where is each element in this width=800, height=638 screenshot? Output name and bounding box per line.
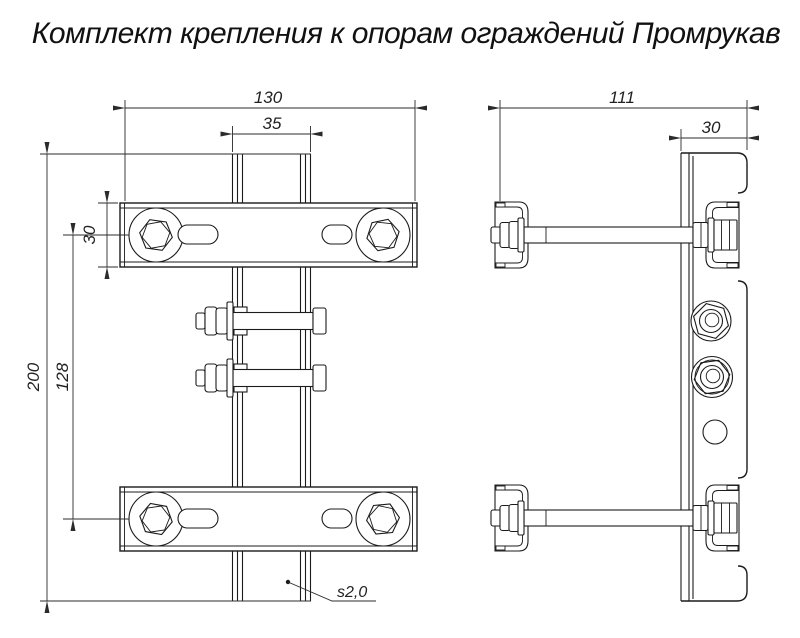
hex-nut-facets	[721, 220, 730, 250]
clamp-assembly-lower	[490, 484, 740, 552]
washer-plate-left	[517, 217, 525, 253]
hex-nut-side	[713, 219, 738, 251]
hex-bolt-head-right	[366, 218, 400, 252]
hook-slot-bottom	[726, 262, 739, 268]
hook-slot-top	[495, 202, 506, 208]
hook-slot-bottom	[726, 545, 739, 551]
nut-right	[692, 221, 709, 249]
hex-bolt-chamfer-left	[141, 505, 171, 533]
front-view: s2,0 130 35 30 128 2	[24, 88, 427, 613]
washer-plate-right	[707, 500, 715, 536]
plate-outline-mid	[737, 280, 748, 479]
hook-slot-top	[726, 202, 739, 208]
dim-bolt-spacing: 128	[53, 223, 129, 531]
washer-right	[355, 207, 411, 263]
dim-depth-total: 111	[488, 88, 759, 201]
nut-end-view-lower	[690, 355, 734, 399]
hook-slot-bottom	[495, 545, 506, 551]
nut-left-b	[215, 307, 229, 335]
hex-bolt-head-right	[365, 503, 401, 535]
bolt-tip	[195, 312, 206, 330]
dim-post-width-label: 35	[263, 114, 282, 133]
extension-lines	[232, 126, 311, 152]
leader-line	[287, 581, 376, 602]
dim-flange-width: 30	[669, 118, 759, 151]
washer-left	[128, 491, 184, 547]
bolt-shaft	[232, 368, 314, 388]
thickness-leader: s2,0	[285, 579, 376, 602]
thickness-label: s2,0	[337, 584, 367, 601]
dim-width-label: 130	[254, 88, 283, 107]
bolt-end-circle	[705, 368, 721, 384]
plate-outline-top	[681, 152, 748, 194]
washer-plate	[226, 301, 234, 341]
nut-end-view-upper	[690, 300, 732, 342]
bar-inner-lines	[120, 487, 417, 551]
extension-lines	[124, 100, 416, 201]
side-view: 111 30	[488, 88, 759, 602]
bar-inner-lines	[120, 203, 417, 267]
hex-bolt-chamfer-right	[368, 505, 398, 533]
hex-nut-outline	[693, 359, 731, 395]
nut-left-a	[204, 306, 218, 336]
nut-right	[692, 504, 709, 532]
washer-circle	[690, 300, 732, 342]
dim-width-total: 130	[113, 88, 427, 201]
hex-nut-outline	[692, 302, 730, 340]
washer-left	[128, 207, 184, 263]
bolt-tip	[195, 369, 206, 387]
mounting-bar-bottom	[119, 486, 418, 552]
washer-right	[355, 491, 411, 547]
dim-bolt-spacing-label: 128	[53, 362, 72, 391]
bolt-end-circle	[704, 312, 720, 328]
slot-hole-right	[321, 508, 353, 529]
dim-post-width: 35	[220, 114, 323, 152]
nut-right	[312, 307, 327, 335]
bolt-shank-circle	[698, 308, 724, 334]
washer-circle	[690, 355, 734, 399]
washer-plate-right	[707, 217, 715, 253]
extension-lines	[40, 153, 311, 602]
drawing-title: Комплект крепления к опорам ограждений П…	[32, 17, 781, 50]
nut-left-a	[204, 363, 218, 393]
cross-bolt-upper	[195, 301, 327, 341]
hex-bolt-head-left	[139, 219, 173, 251]
hex-bolt-chamfer-left	[141, 221, 171, 249]
stud-shaft	[523, 509, 694, 527]
hook-slot-bottom	[495, 262, 506, 268]
mounting-bar-top	[119, 202, 418, 268]
bolt-shaft	[232, 311, 314, 331]
slot-hole-left	[177, 224, 219, 245]
plate-outline-bottom	[681, 565, 748, 602]
mounting-hole	[702, 419, 728, 445]
clamp-assembly-upper	[490, 201, 740, 269]
slot-hole-left	[177, 508, 219, 529]
hex-bolt-chamfer-right	[368, 221, 398, 249]
washer-plate-left	[517, 500, 525, 536]
dim-height-total-label: 200	[24, 362, 43, 392]
nut-left-b	[215, 364, 229, 392]
cross-bolt-lower	[195, 358, 327, 398]
dim-flange-label: 30	[702, 118, 721, 137]
hook-slot-top	[726, 485, 739, 491]
hook-slot-top	[495, 485, 506, 491]
hex-nut-facets	[721, 503, 730, 533]
slot-hole-right	[321, 224, 353, 245]
dim-height-total: 200	[24, 142, 311, 613]
washer-plate	[226, 358, 234, 398]
dim-depth-label: 111	[609, 88, 635, 107]
bolt-shank-circle	[699, 364, 725, 390]
hex-nut-side	[713, 502, 738, 534]
hex-bolt-head-left	[139, 502, 173, 536]
nut-right	[312, 364, 327, 392]
stud-shaft	[523, 226, 694, 244]
